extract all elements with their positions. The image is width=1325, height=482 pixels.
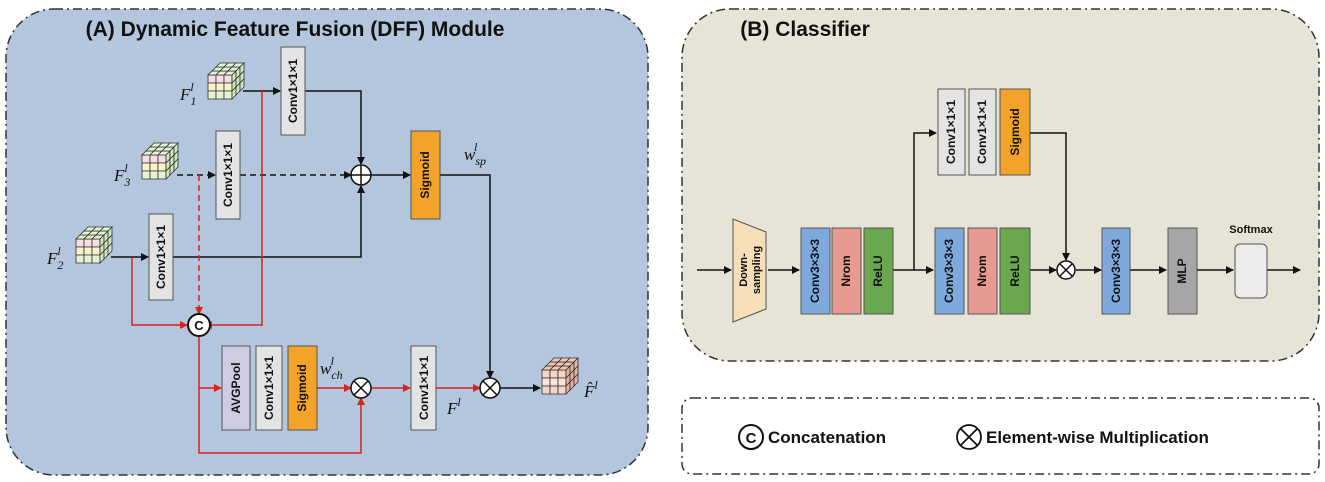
svg-text:Sigmoid: Sigmoid [418, 151, 432, 198]
input-f2-cube [75, 226, 113, 264]
svg-text:Nrom: Nrom [839, 255, 853, 286]
conv1-branch-block-2: Conv1×1×1 [968, 88, 997, 176]
svg-text:Sigmoid: Sigmoid [1008, 108, 1022, 155]
w-ch-label: wchl [320, 354, 343, 382]
input-f1-cube [207, 62, 245, 100]
legend-multiply-icon [956, 424, 982, 450]
svg-text:Conv1×1×1: Conv1×1×1 [154, 225, 168, 289]
norm-block-2: Nrom [967, 227, 998, 315]
line-f1-to-concat [204, 91, 263, 329]
add-operator-icon [350, 164, 372, 186]
svg-text:Conv1×1×1: Conv1×1×1 [262, 356, 276, 420]
panel-classifier: (B) Classifier Down-sampling Conv3×3×3 N… [681, 8, 1320, 362]
conv-f2-block: Conv1×1×1 [148, 213, 174, 301]
conv3-block-3: Conv3×3×3 [1101, 227, 1131, 315]
legend-background [681, 397, 1320, 475]
line-sigmoid-to-mult [440, 174, 494, 379]
legend-concat-icon: C [738, 424, 764, 450]
sigmoid-branch-block: Sigmoid [999, 88, 1031, 176]
w-sp-label: wspl [464, 140, 486, 168]
multiply-classifier-operator-icon [1056, 260, 1076, 280]
svg-text:AVGPool: AVGPool [229, 362, 243, 413]
input-f3-cube [141, 142, 179, 180]
svg-text:Down-sampling: Down-sampling [738, 246, 763, 294]
legend-box: C Concatenation Element-wise Multiplicat… [681, 397, 1320, 475]
conv-f3-block: Conv1×1×1 [215, 130, 241, 220]
svg-text:Conv3×3×3: Conv3×3×3 [808, 239, 822, 303]
output-cube [541, 357, 579, 395]
conv3-block-1: Conv3×3×3 [800, 227, 831, 315]
downsampling-block: Down-sampling [732, 218, 767, 323]
svg-text:ReLU: ReLU [1008, 255, 1022, 286]
svg-text:Conv3×3×3: Conv3×3×3 [1109, 239, 1123, 303]
line-conv2-to-add [173, 185, 365, 258]
avgpool-block: AVGPool [221, 345, 251, 431]
relu-block-1: ReLU [863, 227, 894, 315]
svg-text:Conv1×1×1: Conv1×1×1 [975, 100, 989, 164]
svg-text:Softmax: Softmax [1229, 224, 1273, 236]
svg-text:Nrom: Nrom [975, 255, 989, 286]
input-f3-label: F3l [113, 161, 130, 189]
svg-text:Conv1×1×1: Conv1×1×1 [221, 143, 235, 207]
conv3-block-2: Conv3×3×3 [934, 227, 965, 315]
f-l-label: Fl [446, 395, 461, 418]
softmax-block: Softmax [1229, 224, 1274, 299]
conv-f1-block: Conv1×1×1 [280, 46, 306, 136]
conv-out-block: Conv1×1×1 [410, 345, 437, 431]
svg-text:Conv1×1×1: Conv1×1×1 [286, 59, 300, 123]
panel-dff-background [5, 8, 649, 476]
sigmoid-spatial-block: Sigmoid [410, 130, 441, 220]
svg-text:MLP: MLP [1175, 258, 1189, 283]
legend-concat-label: Concatenation [768, 428, 886, 447]
line-sigmoid-to-mult [1030, 132, 1070, 261]
input-f2-label: F2l [46, 244, 63, 272]
panel-dff-title: (A) Dynamic Feature Fusion (DFF) Module [86, 18, 505, 41]
sigmoid-channel-block: Sigmoid [287, 345, 318, 431]
input-f1-label: F1l [179, 80, 196, 108]
svg-text:Sigmoid: Sigmoid [295, 364, 309, 411]
svg-text:C: C [194, 318, 204, 333]
panel-dff: (A) Dynamic Feature Fusion (DFF) Module … [5, 8, 649, 476]
mlp-block: MLP [1167, 227, 1198, 315]
conv-channel-block: Conv1×1×1 [255, 345, 283, 431]
svg-text:Conv3×3×3: Conv3×3×3 [942, 239, 956, 303]
svg-text:C: C [746, 430, 757, 447]
relu-block-2: ReLU [999, 227, 1031, 315]
svg-text:Conv1×1×1: Conv1×1×1 [417, 356, 431, 420]
legend-multiply-label: Element-wise Multiplication [986, 428, 1209, 447]
svg-text:ReLU: ReLU [871, 255, 885, 286]
line-f2-to-concat [131, 257, 188, 329]
line-concat-to-mult [198, 388, 365, 454]
norm-block-1: Nrom [831, 227, 862, 315]
panel-classifier-title: (B) Classifier [740, 18, 870, 41]
conv1-branch-block-1: Conv1×1×1 [937, 88, 966, 176]
output-label: F̂l [583, 378, 598, 401]
svg-text:Conv1×1×1: Conv1×1×1 [944, 100, 958, 164]
line-conv1-to-add [305, 90, 365, 165]
multiply-channel-operator-icon [350, 377, 372, 399]
concat-operator-icon: C [187, 313, 211, 337]
multiply-final-operator-icon [479, 377, 501, 399]
line-branch-up [913, 129, 937, 270]
